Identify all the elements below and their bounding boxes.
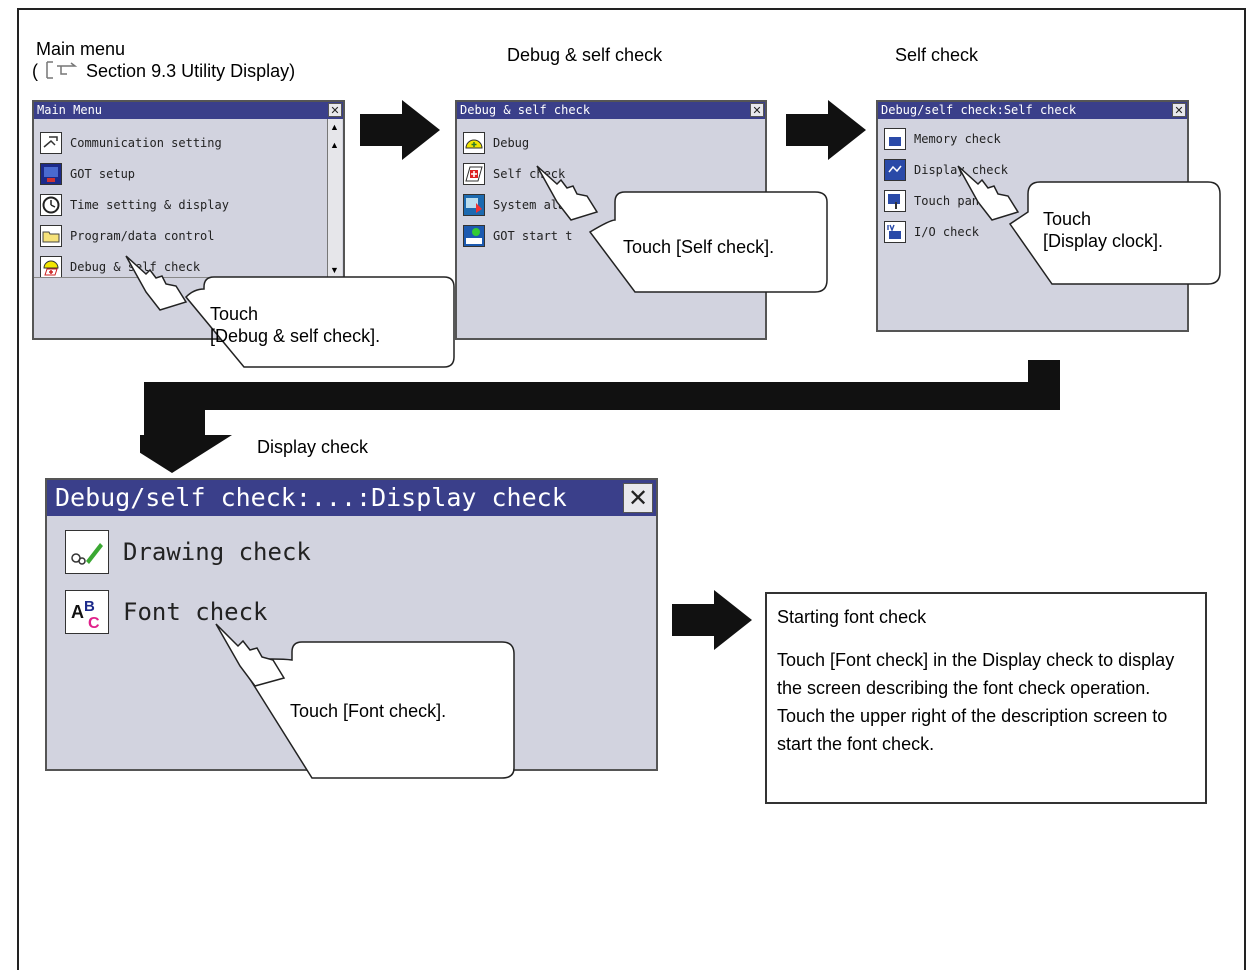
label-self-check: Self check — [895, 45, 979, 65]
selfcheck-item-memory[interactable]: Memory check — [884, 128, 1001, 150]
scroll-top-icon[interactable]: ▲ — [330, 122, 339, 132]
callout-selfcheck-bubble — [588, 191, 828, 293]
section-ref-text: Section 9.3 Utility Display) — [86, 61, 296, 81]
selfcheck-item-io[interactable]: I/O check — [884, 221, 979, 243]
main-menu-divider — [34, 277, 343, 278]
debug-close-icon[interactable]: ✕ — [750, 103, 764, 117]
communication-icon — [40, 132, 62, 154]
section-paren: ( — [32, 61, 38, 81]
debug-item-got-start-time[interactable]: GOT start time — [463, 225, 573, 247]
label-display-check: Display check — [257, 437, 369, 457]
section-reference: ( Section 9.3 Utility Display) — [32, 60, 295, 82]
debug-item-debug[interactable]: Debug — [463, 132, 529, 154]
hand-pointer-icon — [536, 165, 599, 221]
memory-icon — [884, 128, 906, 150]
label-debug-self-check: Debug & self check — [507, 45, 663, 65]
clock-icon — [40, 194, 62, 216]
diagram-frame — [17, 8, 1246, 970]
svg-text:C: C — [88, 615, 100, 632]
callout-selfcheck-text: Touch [Self check]. — [623, 237, 775, 257]
callout-display-text: Touch [Display clock]. — [1043, 209, 1164, 251]
self-check-close-icon[interactable]: ✕ — [1172, 103, 1186, 117]
debug-title: Debug & self check — [460, 103, 591, 117]
hand-pointer-icon — [957, 165, 1020, 221]
svg-text:B: B — [84, 598, 95, 615]
debug-item-system-alarm[interactable]: System alarm display — [463, 194, 573, 216]
info-box: Starting font check Touch [Font check] i… — [765, 592, 1207, 804]
hand-pointer-icon — [125, 255, 188, 311]
debug-yellow-icon — [463, 132, 485, 154]
reference-icon — [46, 61, 78, 79]
system-alarm-icon — [463, 194, 485, 216]
folder-icon — [40, 225, 62, 247]
callout-display-bubble — [1008, 181, 1221, 285]
io-check-icon — [884, 221, 906, 243]
debug-titlebar: Debug & self check — [457, 102, 765, 119]
display-check-title: Debug/self check:...:Display check — [55, 483, 567, 512]
scroll-down-icon[interactable]: ▼ — [330, 265, 339, 275]
callout-debug-bubble — [184, 276, 455, 368]
display-check-icon — [884, 159, 906, 181]
display-check-close-icon[interactable]: ✕ — [623, 483, 653, 513]
callout-font-text: Touch [Font check]. — [290, 701, 447, 721]
scroll-up-icon[interactable]: ▲ — [330, 140, 339, 150]
arrow-right-2 — [786, 100, 866, 160]
arrow-right-3 — [672, 590, 752, 650]
main-menu-close-icon[interactable]: ✕ — [328, 103, 342, 117]
main-menu-title: Main Menu — [37, 103, 103, 117]
self-check-icon — [463, 163, 485, 185]
menu-item-program-data[interactable]: Program/data control — [40, 225, 215, 247]
got-start-time-icon — [463, 225, 485, 247]
main-menu-titlebar: Main Menu — [34, 102, 343, 119]
main-menu-scrollbar[interactable]: ▲ ▲ ▼ — [327, 119, 342, 277]
menu-item-got-setup[interactable]: GOT setup — [40, 163, 135, 185]
callout-debug-text: Touch [Debug & self check]. — [210, 304, 381, 346]
debug-item-self-check[interactable]: Self check — [463, 163, 565, 185]
label-main-menu: Main menu — [36, 39, 126, 59]
hand-pointer-icon — [215, 623, 286, 687]
display-item-drawing[interactable]: Drawing check — [65, 530, 311, 574]
arrow-right-1 — [360, 100, 440, 160]
got-setup-icon — [40, 163, 62, 185]
touch-panel-icon — [884, 190, 906, 212]
display-check-titlebar: Debug/self check:...:Display check — [47, 480, 656, 516]
info-body: Touch [Font check] in the Display check … — [777, 650, 1175, 754]
debug-icon — [40, 256, 62, 278]
menu-item-time-setting[interactable]: Time setting & display — [40, 194, 229, 216]
self-check-title: Debug/self check:Self check — [881, 103, 1077, 117]
menu-item-communication[interactable]: Communication setting — [40, 132, 222, 154]
info-title: Starting font check — [777, 607, 927, 627]
drawing-check-icon — [65, 530, 109, 574]
self-check-titlebar: Debug/self check:Self check — [878, 102, 1187, 119]
svg-text:A: A — [71, 602, 84, 622]
arrow-down-connector — [140, 360, 1060, 473]
